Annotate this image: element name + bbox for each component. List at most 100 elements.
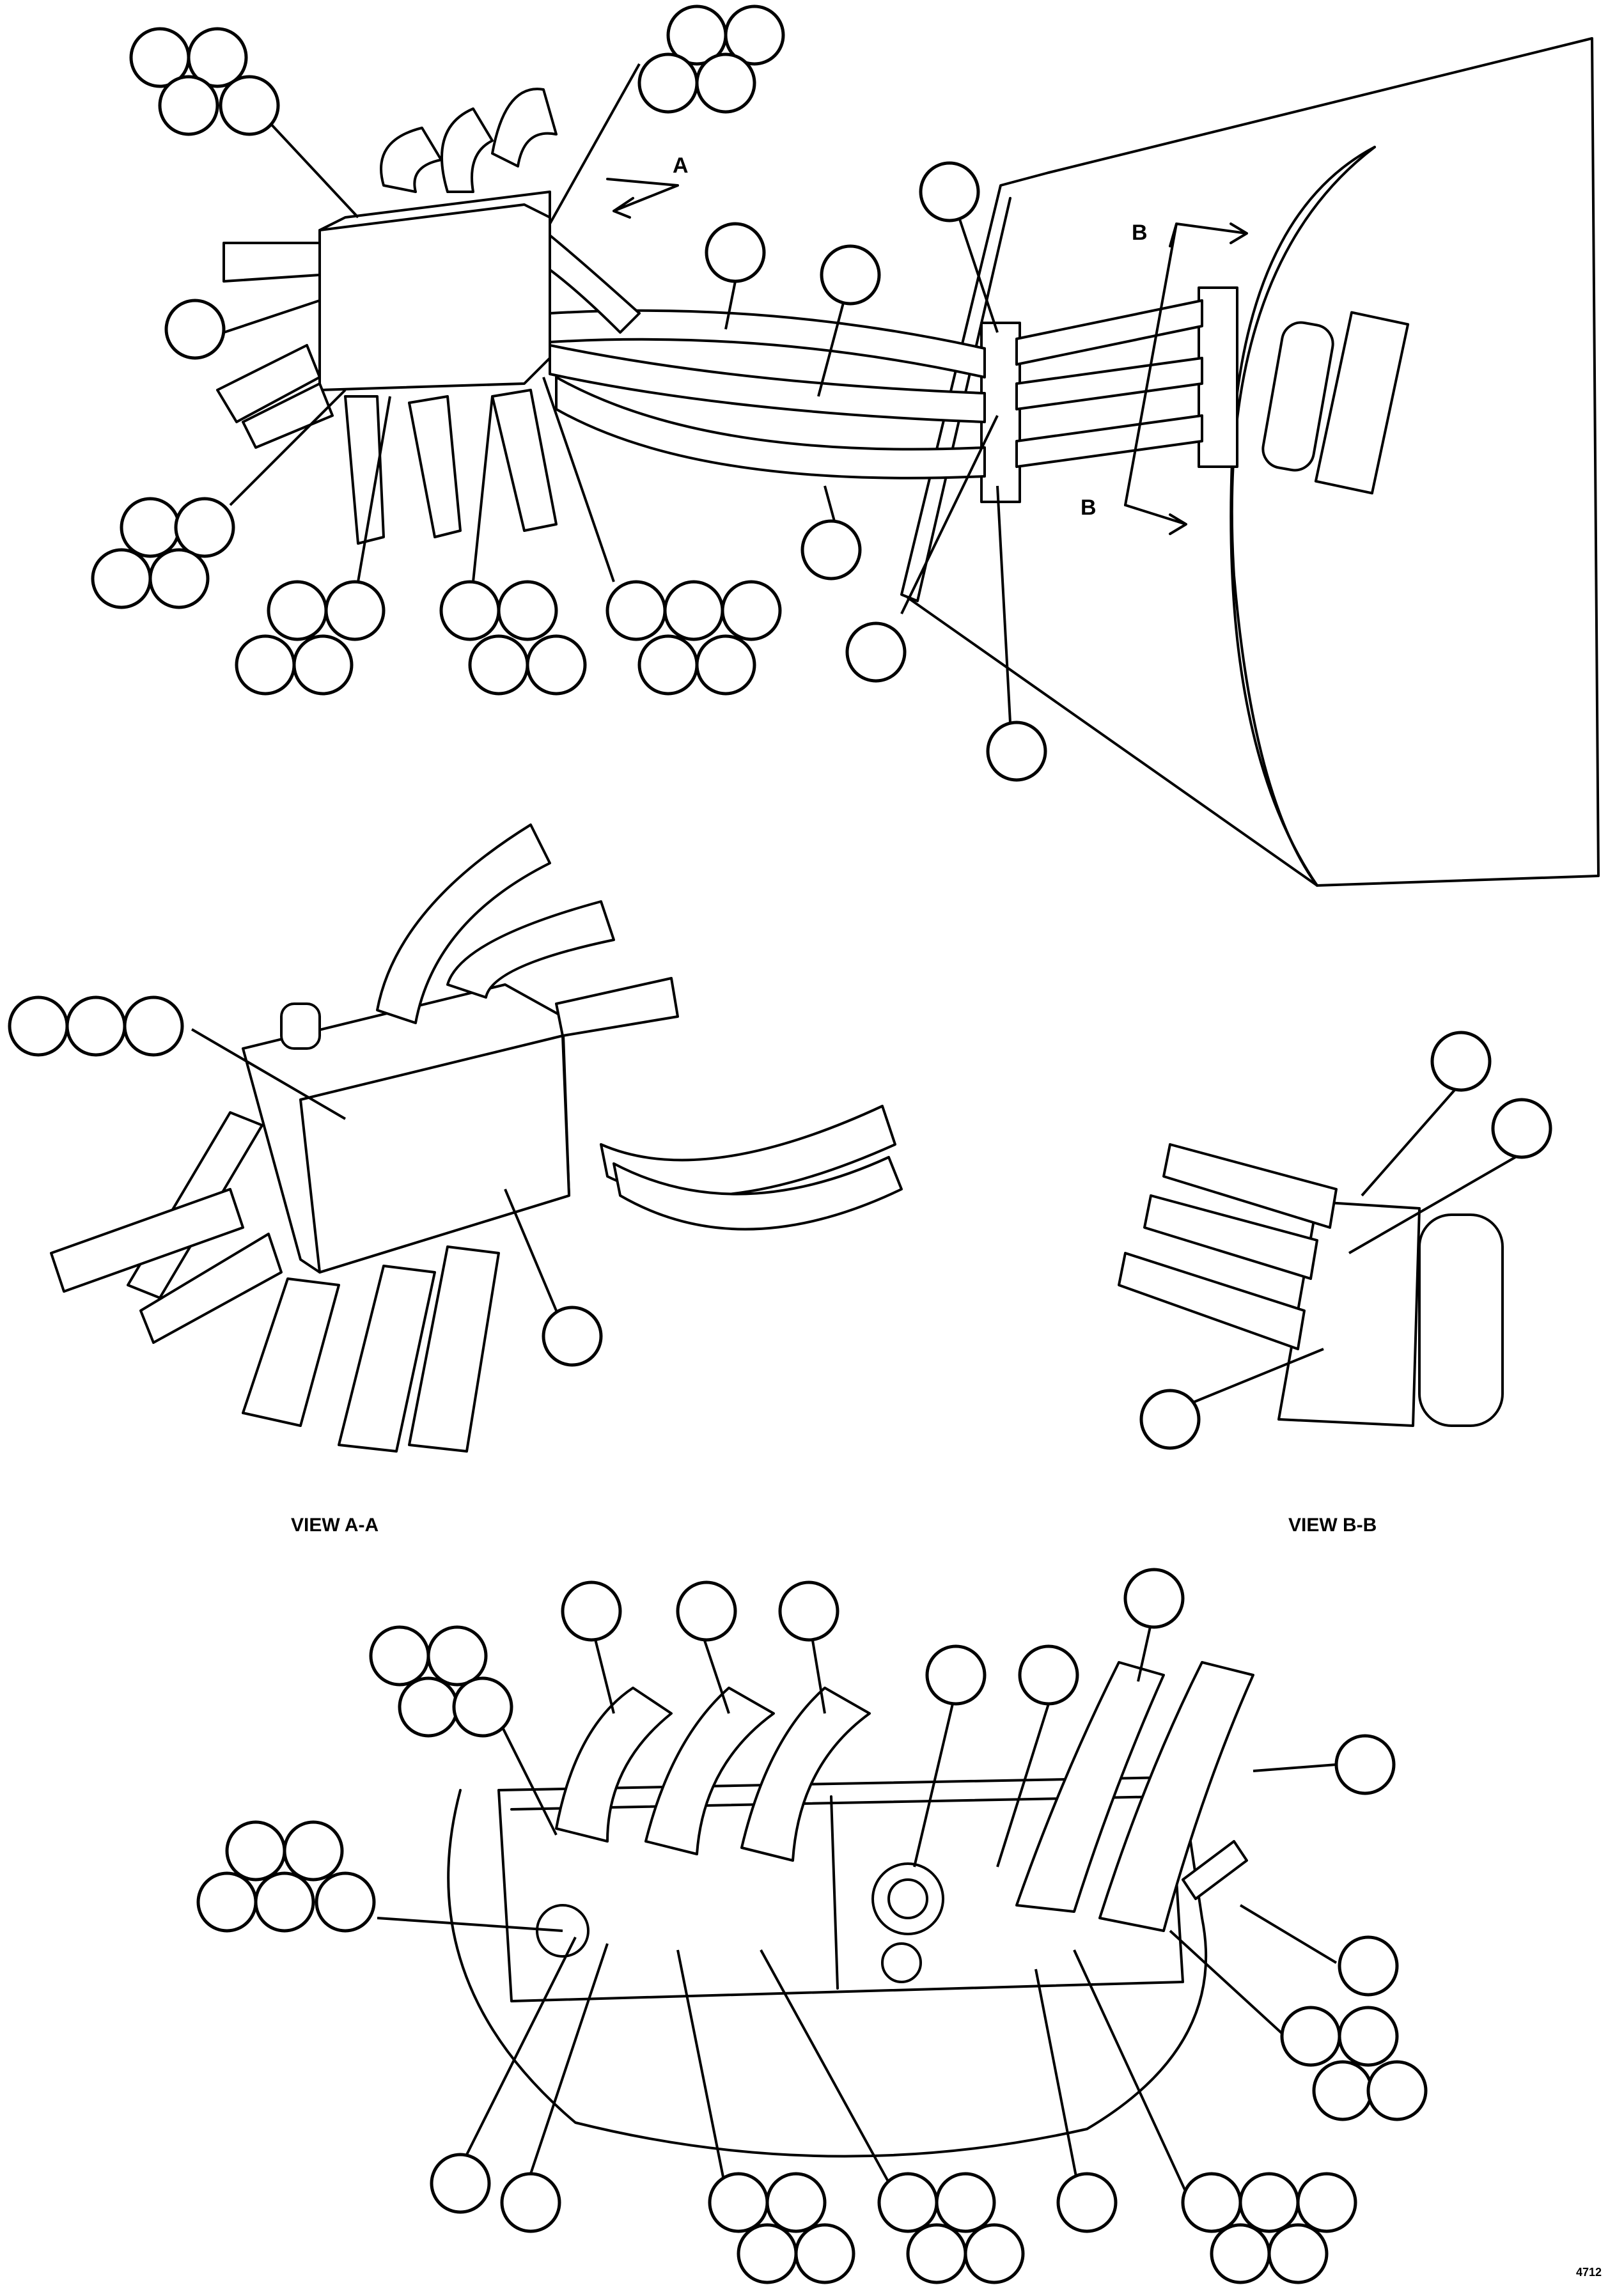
callout-balloon — [500, 2172, 561, 2233]
tank-port-plate — [1314, 311, 1410, 495]
aa-lower-hose-1 — [242, 1277, 340, 1427]
callout-balloon — [964, 2223, 1025, 2284]
callout-balloon — [1238, 2172, 1300, 2233]
leader-line — [1169, 1930, 1286, 2038]
hose-1 — [549, 309, 986, 378]
aa-lower-hose-3 — [408, 1245, 500, 1453]
upper-hose-3 — [491, 88, 558, 168]
tank-rear-curve — [1230, 146, 1376, 887]
sheet-id: 4712 — [1576, 2266, 1602, 2279]
callout-balloon — [1296, 2172, 1357, 2233]
leader-line — [1253, 1763, 1337, 1772]
leader-line — [223, 299, 320, 334]
callout-balloon — [315, 1871, 376, 1933]
bottom-tank-outline — [447, 1789, 1208, 2158]
hose-4 — [1015, 299, 1203, 366]
aa-lower-hose-2 — [338, 1265, 436, 1453]
callout-balloon — [148, 548, 210, 609]
callout-balloon — [765, 2172, 827, 2233]
callout-balloon — [219, 75, 280, 136]
view-bb-assembly — [1118, 1143, 1504, 1427]
leader-line — [1035, 1969, 1082, 2200]
leader-line — [529, 1943, 609, 2174]
bottom-plate-inner — [510, 1795, 1165, 1990]
section-b-arrow-bottom — [1124, 504, 1187, 535]
callout-balloon — [1338, 2006, 1399, 2067]
callout-balloon — [1210, 2223, 1271, 2284]
callout-balloon — [1056, 2172, 1118, 2233]
view-bb-caption: VIEW B-B — [1288, 1515, 1377, 1536]
section-b-label-top: B — [1132, 221, 1148, 245]
callout-balloon — [676, 1580, 737, 1642]
callout-balloon — [158, 75, 219, 136]
leader-line — [593, 1636, 615, 1714]
valve-block-edge — [318, 191, 551, 231]
hose-3 — [555, 376, 986, 480]
section-b-label-bottom: B — [1081, 495, 1097, 520]
hose-5 — [1015, 357, 1203, 410]
tank-access-cover — [1261, 321, 1334, 472]
callout-balloons — [8, 4, 1552, 2284]
callout-balloon — [695, 634, 756, 696]
leader-line — [1137, 1623, 1152, 1682]
callout-balloon — [1267, 2223, 1329, 2284]
callout-balloon — [497, 580, 558, 641]
callout-balloon — [324, 580, 386, 641]
callout-balloon — [705, 222, 766, 283]
callout-balloon — [292, 634, 354, 696]
callout-balloon — [737, 2223, 798, 2284]
top-assembly-view — [216, 37, 1600, 887]
callout-balloon — [695, 52, 756, 114]
leader-line — [472, 396, 494, 582]
leader-line — [1361, 1089, 1456, 1197]
bottom-lower-port — [881, 1942, 922, 1983]
lower-hose-2 — [408, 395, 462, 538]
leader-lines — [191, 63, 1516, 2206]
callout-balloon — [174, 497, 235, 558]
callout-balloon — [1366, 2060, 1428, 2121]
rear-clamp-bracket — [1198, 286, 1238, 468]
leader-line — [996, 1703, 1050, 1868]
aa-left-hose-2 — [50, 1188, 244, 1293]
upper-hose-1 — [380, 127, 442, 193]
callout-balloon — [637, 52, 699, 114]
leader-line — [900, 415, 999, 614]
callout-balloon — [452, 1676, 513, 1738]
left-hose-2 — [216, 344, 321, 423]
callout-balloon — [919, 161, 980, 222]
aa-cap — [280, 1002, 321, 1050]
section-a-label: A — [673, 153, 689, 178]
callout-balloon — [1018, 1644, 1079, 1706]
bottom-hose-3 — [740, 1687, 871, 1862]
bb-access-cover — [1418, 1213, 1504, 1427]
control-valve-block — [318, 203, 551, 391]
leader-line — [504, 1189, 558, 1311]
leader-line — [676, 1949, 730, 2206]
view-aa-assembly — [50, 823, 903, 1453]
callout-balloon — [561, 1580, 622, 1642]
callout-balloon — [1430, 1031, 1492, 1092]
callout-balloon — [906, 2223, 967, 2284]
callout-balloon — [369, 1625, 430, 1687]
bottom-hose-1 — [555, 1687, 673, 1843]
callout-balloon — [235, 634, 296, 696]
callout-balloon — [986, 721, 1047, 782]
leader-line — [1239, 1904, 1338, 1964]
callout-balloon — [724, 4, 785, 66]
aa-top-hose-2 — [446, 900, 615, 999]
aa-top-hose-1 — [376, 823, 551, 1024]
callout-balloon — [91, 548, 152, 609]
callout-balloon — [254, 1871, 315, 1933]
leader-line — [465, 1937, 577, 2155]
upper-hose-2 — [441, 107, 494, 193]
callout-balloon — [1181, 2172, 1242, 2233]
leader-line — [760, 1949, 903, 2206]
leader-line — [1182, 1348, 1324, 1408]
leader-line — [267, 120, 359, 219]
leader-line — [377, 1917, 563, 1932]
callout-balloon — [526, 634, 587, 696]
left-hose-3 — [242, 382, 334, 449]
callout-balloon — [778, 1580, 839, 1642]
leader-line — [958, 217, 999, 333]
